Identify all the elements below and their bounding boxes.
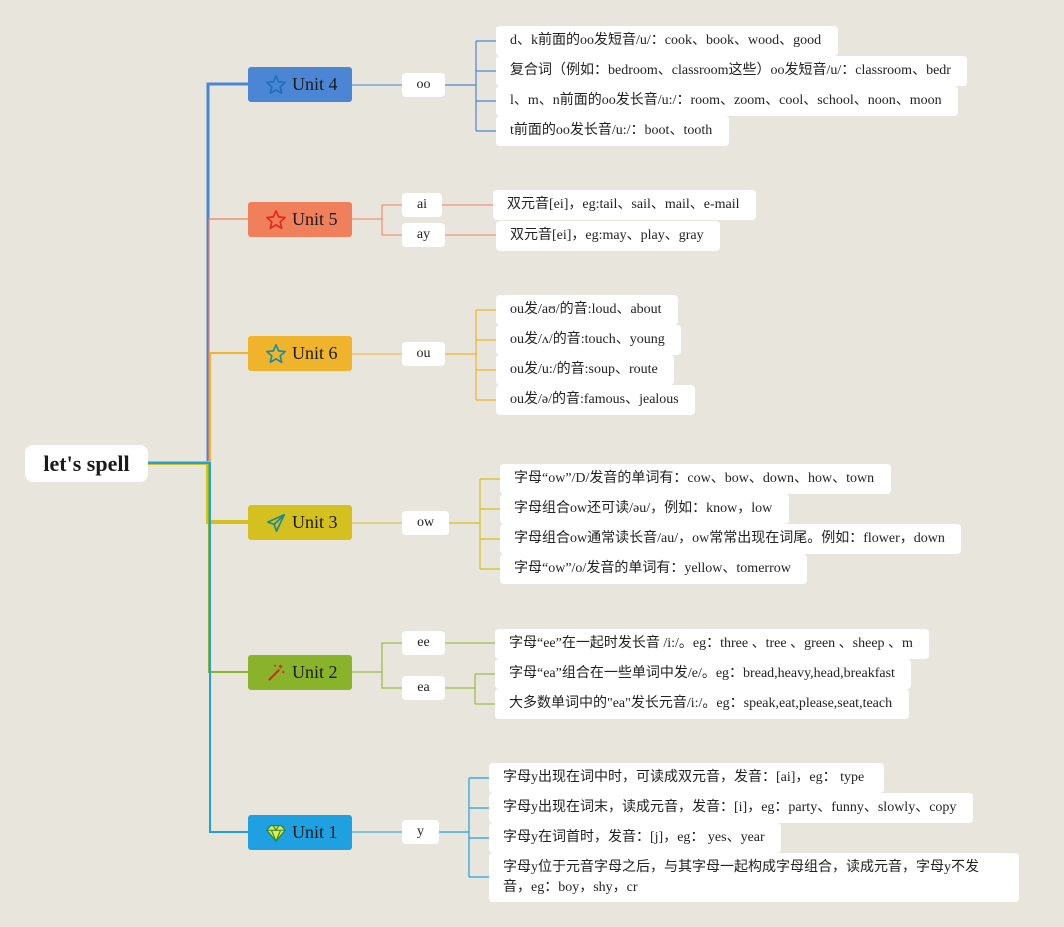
pattern-node-ea[interactable]: ea (402, 676, 445, 700)
connector (445, 309, 496, 401)
star-outline-red-icon (264, 208, 288, 232)
connector (352, 204, 402, 236)
unit-label: Unit 6 (292, 343, 338, 363)
note-text: 字母“ea”组合在一些单词中发/e/。eg：bread,heavy,head,b… (509, 666, 895, 681)
pattern-label: ea (417, 680, 430, 695)
note-node[interactable]: ou发/ə/的音:famous、jealous (496, 385, 695, 415)
root-title: let's spell (43, 450, 130, 476)
note-node[interactable]: 大多数单词中的"ea"发长元音/i:/。eg：speak,eat,please,… (495, 689, 909, 719)
note-node[interactable]: 字母组合ow通常读长音/au/，ow常常出现在词尾。例如：flower，down (500, 524, 961, 554)
note-node[interactable]: 字母y出现在词中时，可读成双元音，发音：[ai]，eg： type (489, 763, 884, 793)
note-text: 字母y位于元音字母之后，与其字母一起构成字母组合，读成元音，字母y不发音，eg：… (503, 860, 979, 895)
note-text: ou发/aʊ/的音:loud、about (510, 302, 662, 317)
note-text: t前面的oo发长音/u:/：boot、tooth (510, 123, 713, 138)
note-text: 字母组合ow通常读长音/au/，ow常常出现在词尾。例如：flower，down (514, 531, 945, 546)
unit-node-unit2[interactable]: Unit 2 (248, 655, 352, 690)
note-text: 字母组合ow还可读/əu/，例如：know，low (514, 501, 773, 516)
note-text: 字母y出现在词末，读成元音，发音：[i]，eg：party、funny、slow… (503, 800, 957, 815)
note-text: 大多数单词中的"ea"发长元音/i:/。eg：speak,eat,please,… (509, 696, 893, 711)
connector (148, 462, 248, 673)
pattern-node-y[interactable]: y (402, 820, 439, 844)
pattern-label: ay (416, 227, 431, 242)
note-node[interactable]: 字母组合ow还可读/əu/，例如：know，low (500, 494, 789, 524)
magic-wand-icon (264, 661, 288, 685)
note-text: ou发/ʌ/的音:touch、young (510, 332, 665, 347)
diamond-icon (264, 821, 288, 845)
note-text: 字母y在词首时，发音：[j]，eg： yes、year (503, 830, 765, 845)
note-node[interactable]: l、m、n前面的oo发长音/u:/：room、zoom、cool、school、… (496, 86, 958, 116)
pattern-label: ou (416, 346, 431, 361)
note-text: 复合词（例如：bedroom、classroom这些）oo发短音/u/：clas… (510, 63, 951, 78)
note-node[interactable]: 字母y在词首时，发音：[j]，eg： yes、year (489, 823, 781, 853)
note-text: 字母y出现在词中时，可读成双元音，发音：[ai]，eg： type (503, 770, 865, 785)
note-text: 双元音[ei]，eg:tail、sail、mail、e-mail (507, 197, 740, 212)
connector (148, 82, 248, 465)
note-text: d、k前面的oo发短音/u/：cook、book、wood、good (510, 33, 822, 48)
note-text: 字母“ow”/o/发音的单词有：yellow、tomerrow (514, 561, 791, 576)
unit-label: Unit 3 (292, 512, 338, 532)
unit-label: Unit 5 (292, 209, 338, 229)
unit-label: Unit 4 (292, 74, 338, 94)
connector (148, 352, 248, 464)
paper-plane-icon (264, 511, 288, 535)
star-outline-blue-icon (264, 73, 288, 97)
note-node[interactable]: ou发/ʌ/的音:touch、young (496, 325, 681, 355)
pattern-node-ai[interactable]: ai (402, 193, 442, 217)
unit-node-unit6[interactable]: Unit 6 (248, 336, 352, 371)
root-node[interactable]: let's spell (25, 445, 148, 482)
note-text: ou发/ə/的音:famous、jealous (510, 392, 679, 407)
pattern-label: ow (416, 515, 435, 530)
unit-node-unit1[interactable]: Unit 1 (248, 815, 352, 850)
note-text: ou发/u:/的音:soup、route (510, 362, 658, 377)
note-node[interactable]: 字母“ee”在一起时发长音 /i:/。eg：three 、tree 、green… (495, 629, 929, 659)
pattern-node-oo[interactable]: oo (402, 73, 445, 97)
connector (148, 461, 248, 524)
note-text: 字母“ow”/D/发音的单词有：cow、bow、down、how、town (514, 471, 875, 486)
pattern-node-ee[interactable]: ee (402, 631, 445, 655)
connector (352, 642, 402, 689)
star-outline-teal-icon (264, 342, 288, 366)
note-text: 字母“ee”在一起时发长音 /i:/。eg：three 、tree 、green… (509, 636, 913, 651)
connector (148, 218, 248, 464)
pattern-label: oo (416, 77, 431, 92)
note-node[interactable]: t前面的oo发长音/u:/：boot、tooth (496, 116, 729, 146)
note-node[interactable]: ou发/u:/的音:soup、route (496, 355, 674, 385)
note-node[interactable]: 字母“ow”/D/发音的单词有：cow、bow、down、how、town (500, 464, 891, 494)
connector (148, 462, 248, 833)
connector (449, 478, 500, 570)
note-node[interactable]: 复合词（例如：bedroom、classroom这些）oo发短音/u/：clas… (496, 56, 967, 86)
note-node[interactable]: d、k前面的oo发短音/u/：cook、book、wood、good (496, 26, 838, 56)
note-node[interactable]: 字母y出现在词末，读成元音，发音：[i]，eg：party、funny、slow… (489, 793, 973, 823)
note-node[interactable]: 双元音[ei]，eg:tail、sail、mail、e-mail (493, 190, 756, 220)
pattern-label: ee (417, 635, 430, 650)
note-node[interactable]: 字母“ea”组合在一些单词中发/e/。eg：bread,heavy,head,b… (495, 659, 911, 689)
connector (439, 777, 489, 878)
note-node[interactable]: 字母y位于元音字母之后，与其字母一起构成字母组合，读成元音，字母y不发音，eg：… (489, 853, 1019, 902)
note-node[interactable]: 双元音[ei]，eg:may、play、gray (496, 221, 720, 251)
note-node[interactable]: 字母“ow”/o/发音的单词有：yellow、tomerrow (500, 554, 807, 584)
pattern-label: y (417, 824, 424, 839)
unit-node-unit4[interactable]: Unit 4 (248, 67, 352, 102)
note-text: 双元音[ei]，eg:may、play、gray (510, 228, 704, 243)
pattern-node-ay[interactable]: ay (402, 223, 445, 247)
connector (445, 40, 496, 132)
pattern-node-ow[interactable]: ow (402, 511, 449, 535)
pattern-label: ai (416, 197, 428, 212)
unit-node-unit3[interactable]: Unit 3 (248, 505, 352, 540)
unit-label: Unit 1 (292, 822, 338, 842)
unit-node-unit5[interactable]: Unit 5 (248, 202, 352, 237)
connector (445, 673, 495, 705)
note-text: l、m、n前面的oo发长音/u:/：room、zoom、cool、school、… (510, 93, 942, 108)
unit-label: Unit 2 (292, 662, 338, 682)
pattern-node-ou[interactable]: ou (402, 342, 445, 366)
note-node[interactable]: ou发/aʊ/的音:loud、about (496, 295, 678, 325)
